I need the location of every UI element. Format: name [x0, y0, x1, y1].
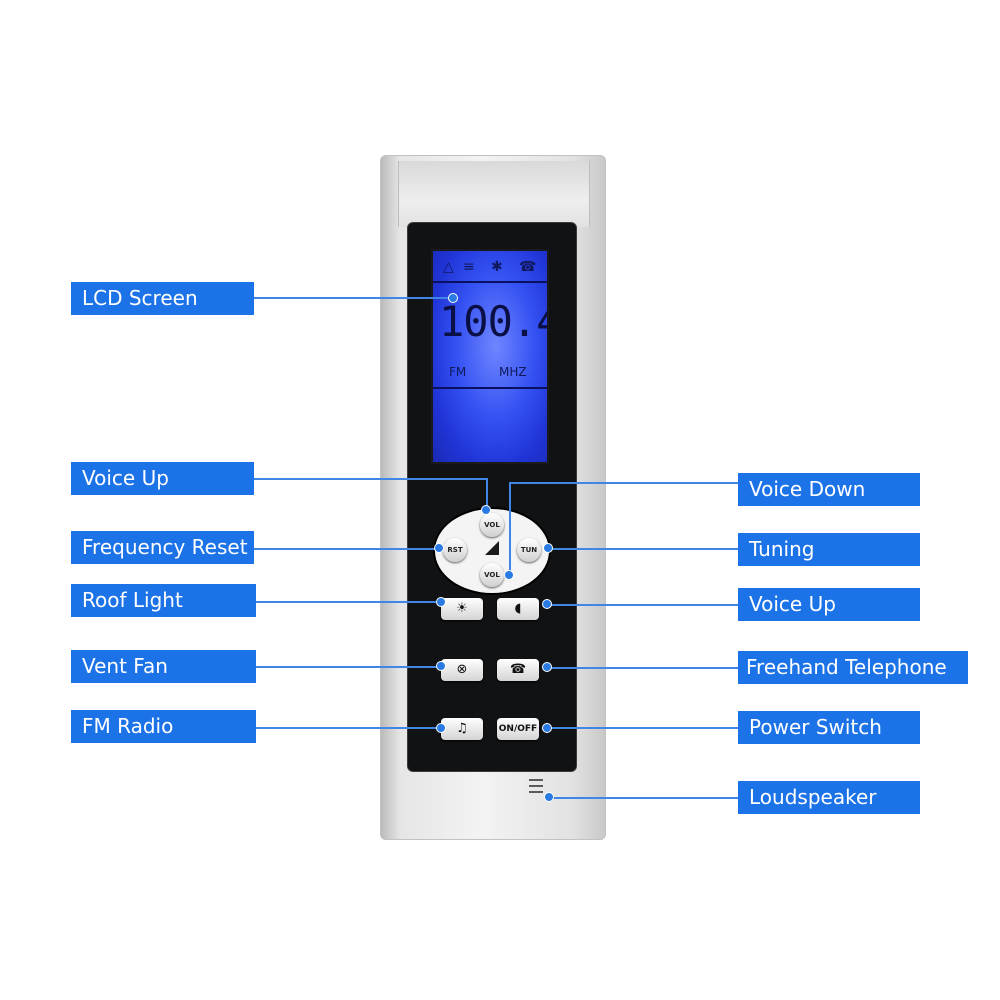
lcd-divider [433, 387, 547, 389]
volume-wedge-icon [485, 541, 499, 555]
leader-tuning [548, 548, 738, 550]
callout-voice-down: Voice Down [738, 473, 920, 506]
callout-vent-fan: Vent Fan [71, 650, 256, 683]
callout-dot [436, 597, 446, 607]
callout-tuning: Tuning [738, 533, 920, 566]
remote-control-device: △ ≡ ✱ ☎ 100.4 FM MHZ VOL VOL RST TUN ☀ ◖… [380, 155, 606, 840]
leader-voice-down [511, 482, 738, 484]
lamp-icon: ☀ [456, 601, 468, 616]
leader-voice-up-right [548, 604, 738, 606]
lcd-band: FM [449, 365, 467, 379]
leader-loudspeaker [550, 797, 738, 799]
callout-dot [543, 543, 553, 553]
leader-frequency-reset [254, 548, 439, 550]
leader-freehand-telephone [548, 667, 738, 669]
callout-dot [436, 723, 446, 733]
callout-dot [542, 599, 552, 609]
tuning-button[interactable]: TUN [517, 538, 541, 562]
callout-dot [436, 661, 446, 671]
callout-lcd-screen: LCD Screen [71, 282, 254, 315]
radio-icon: ♫ [456, 721, 468, 736]
fan-indicator-icon: ✱ [491, 259, 503, 275]
lcd-frequency: 100.4 [439, 297, 549, 346]
callout-loudspeaker: Loudspeaker [738, 781, 920, 814]
power-switch-button[interactable]: ON/OFF [497, 718, 539, 740]
lcd-unit: MHZ [499, 365, 527, 379]
callout-frequency-reset: Frequency Reset [71, 531, 254, 564]
callout-freehand-telephone: Freehand Telephone [738, 651, 968, 684]
leader-power-switch [548, 727, 738, 729]
leader-voice-up-left [254, 478, 488, 480]
leader-fm-radio [256, 727, 440, 729]
lcd-divider [433, 281, 547, 283]
volume-down-button[interactable]: VOL [480, 563, 504, 587]
vent-fan-button[interactable]: ⊗ [441, 659, 483, 681]
telephone-icon: ☎ [509, 662, 527, 677]
phone-indicator-icon: ☎ [519, 259, 537, 275]
telephone-button[interactable]: ☎ [497, 659, 539, 681]
callout-dot [448, 293, 458, 303]
leader-voice-down-drop [509, 482, 511, 574]
callout-roof-light: Roof Light [71, 584, 256, 617]
fm-radio-button[interactable]: ♫ [441, 718, 483, 740]
leader-vent-fan [256, 666, 440, 668]
leader-lcd-screen [254, 297, 453, 299]
lamp-indicator-icon: △ [443, 259, 454, 275]
callout-voice-up-left: Voice Up [71, 462, 254, 495]
lcd-screen: △ ≡ ✱ ☎ 100.4 FM MHZ [431, 249, 549, 464]
speaker-grille-icon [529, 779, 543, 795]
volume-tuning-dial: VOL VOL RST TUN [435, 509, 549, 593]
control-panel: △ ≡ ✱ ☎ 100.4 FM MHZ VOL VOL RST TUN ☀ ◖… [408, 223, 576, 771]
headlight-icon: ◖ [514, 601, 522, 616]
callout-power-switch: Power Switch [738, 711, 920, 744]
leader-roof-light [256, 601, 440, 603]
device-top-ridge [398, 161, 590, 227]
callout-dot [542, 662, 552, 672]
volume-up-button[interactable]: VOL [480, 513, 504, 537]
callout-fm-radio: FM Radio [71, 710, 256, 743]
callout-voice-up-right: Voice Up [738, 588, 920, 621]
callout-dot [481, 505, 491, 515]
callout-dot [504, 570, 514, 580]
callout-dot [542, 723, 552, 733]
frequency-reset-button[interactable]: RST [443, 538, 467, 562]
headlight-indicator-icon: ≡ [463, 259, 475, 275]
voice-up-button[interactable]: ◖ [497, 598, 539, 620]
callout-dot [434, 543, 444, 553]
callout-dot [544, 792, 554, 802]
leader-voice-up-left-drop [486, 478, 488, 510]
fan-icon: ⊗ [456, 662, 468, 677]
roof-light-button[interactable]: ☀ [441, 598, 483, 620]
